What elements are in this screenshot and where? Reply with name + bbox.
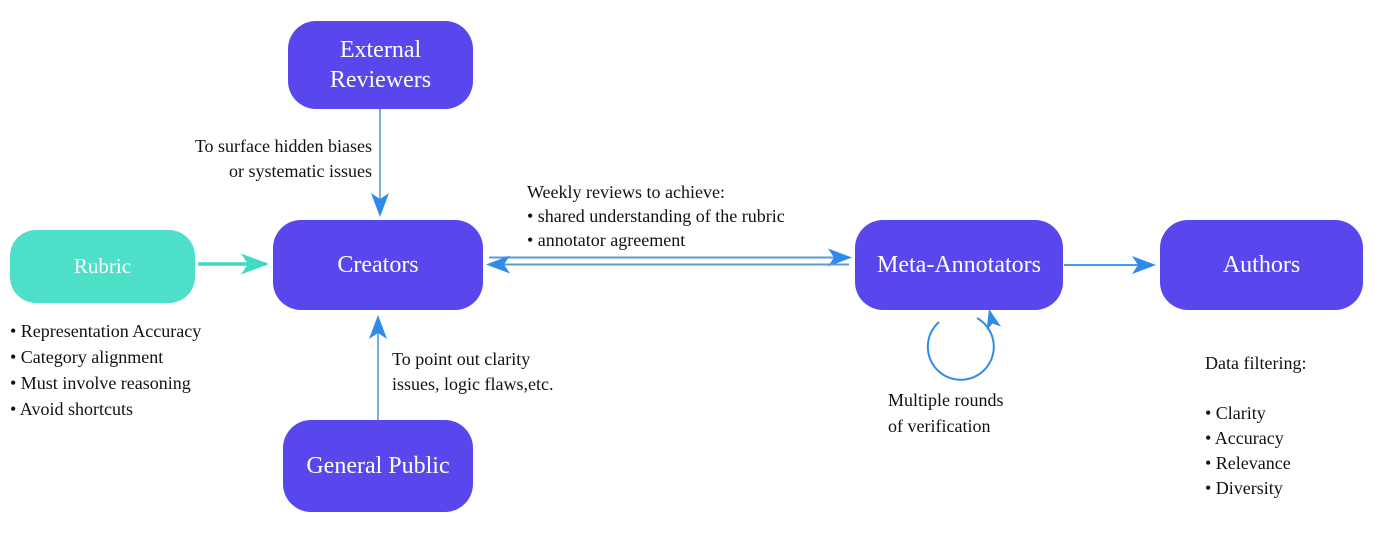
meta-self-loop-arrowhead — [986, 309, 1002, 331]
node-rubric: Rubric — [10, 230, 195, 303]
node-external-reviewers: External Reviewers — [288, 21, 473, 109]
annotation-rubric-criteria: • Representation Accuracy • Category ali… — [10, 321, 202, 419]
node-authors: Authors — [1160, 220, 1363, 310]
annotation-authors-filtering: Data filtering: • Clarity • Accuracy • R… — [1205, 326, 1375, 526]
node-general-public: General Public — [283, 420, 473, 512]
annotation-authors-filtering-items: • Clarity • Accuracy • Relevance • Diver… — [1205, 403, 1291, 498]
node-label: External Reviewers — [329, 37, 432, 93]
annotation-authors-filtering-title: Data filtering: — [1205, 353, 1307, 373]
meta-self-loop-arc — [926, 317, 995, 381]
node-creators: Creators — [273, 220, 483, 310]
node-label: General Public — [306, 453, 450, 479]
node-label: Creators — [337, 252, 419, 278]
annotation-meta-self-loop: Multiple rounds of verification — [888, 390, 1004, 436]
node-meta-annotators: Meta-Annotators — [855, 220, 1063, 310]
node-label: Authors — [1222, 252, 1301, 278]
annotation-external-to-creators: To surface hidden biases or systematic i… — [194, 136, 372, 181]
node-label: Rubric — [73, 254, 132, 279]
node-label: Meta-Annotators — [877, 252, 1041, 278]
annotation-weekly-reviews: Weekly reviews to achieve: • shared unde… — [527, 182, 785, 250]
annotation-public-to-creators: To point out clarity issues, logic flaws… — [392, 349, 554, 394]
